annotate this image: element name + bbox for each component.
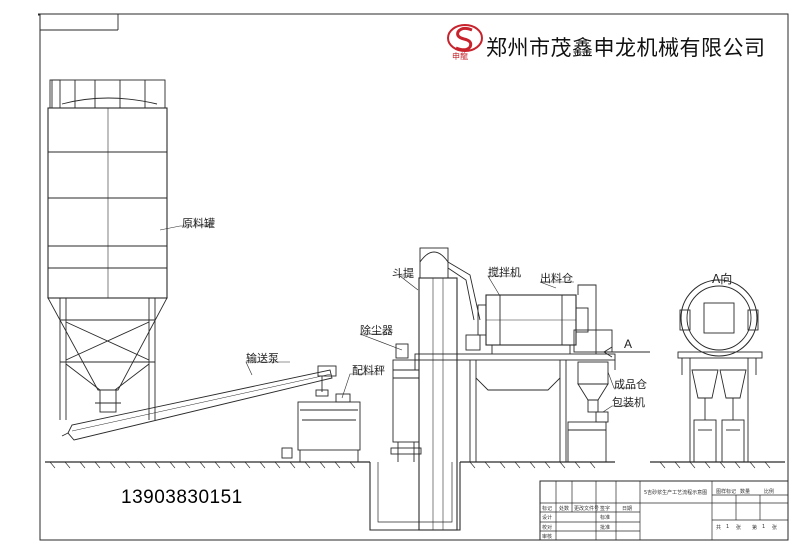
label-discharge-bin: 出料仓 (540, 272, 573, 285)
title-block-rev-header: 签字 (600, 506, 611, 512)
ground-line (45, 461, 785, 469)
title-block-sign-row: 校对 (542, 525, 553, 531)
screw-conveyor (61, 365, 337, 441)
title-block-sheet: 张 (736, 525, 742, 531)
label-batching-scale: 配料秤 (352, 364, 385, 377)
title-block-rev-header: 更改文件号 (574, 506, 600, 512)
mixer (465, 284, 597, 354)
company-logo-icon (447, 24, 483, 52)
logo-caption: 申龍 (452, 52, 468, 61)
title-block-right-header: 图样标记 (716, 489, 737, 495)
title-block-sign-mid: 批准 (600, 525, 611, 531)
bucket-elevator (418, 247, 481, 531)
label-screw-conveyor: 输送泵 (246, 352, 279, 365)
title-block (539, 480, 789, 541)
packing-machine (567, 411, 609, 463)
company-name: 郑州市茂鑫申龙机械有限公司 (486, 36, 766, 60)
title-block-sheet: 1 (762, 524, 766, 530)
title-block-sign-mid: 标准 (600, 515, 611, 521)
title-block-sheet: 共 (716, 525, 722, 531)
title-block-sheet: 1 (726, 524, 730, 530)
a-direction-view (677, 279, 763, 463)
title-block-rev-header: 日期 (622, 506, 633, 512)
title-block-drawing-title: 5吉砂浆生产工艺流程示意图 (644, 490, 708, 496)
phone-number: 13903830151 (121, 487, 243, 508)
label-view-a: A向 (712, 272, 733, 286)
view-arrow-a (603, 346, 650, 358)
label-dust-collector: 除尘器 (360, 324, 393, 337)
leader-lines (159, 225, 636, 413)
title-block-sheet: 第 (752, 525, 758, 531)
finished-product-bin (577, 361, 609, 413)
label-packing-machine: 包装机 (612, 396, 645, 409)
title-block-rev-header: 处数 (559, 506, 570, 512)
label-mixer: 搅拌机 (488, 266, 521, 279)
dust-collector (390, 343, 422, 462)
discharge-bin (573, 329, 613, 353)
label-finished-bin: 成品仓 (614, 378, 647, 391)
batching-scale (281, 393, 361, 462)
drawing-frame (38, 13, 789, 541)
elevator-pit (369, 462, 461, 531)
title-block-right-header: 比例 (764, 489, 775, 495)
title-block-sign-row: 审核 (542, 534, 553, 540)
steel-platform (414, 353, 616, 462)
title-block-rev-header: 标记 (542, 506, 553, 512)
title-block-right-header: 数量 (740, 489, 751, 495)
title-block-sign-row: 设计 (542, 515, 553, 521)
label-raw-silo: 原料罐 (182, 217, 215, 230)
raw-material-silo (47, 79, 168, 420)
title-block-sheet: 张 (772, 525, 778, 531)
label-bucket-elevator: 斗提 (392, 267, 414, 280)
label-arrow-a: A (624, 337, 633, 351)
